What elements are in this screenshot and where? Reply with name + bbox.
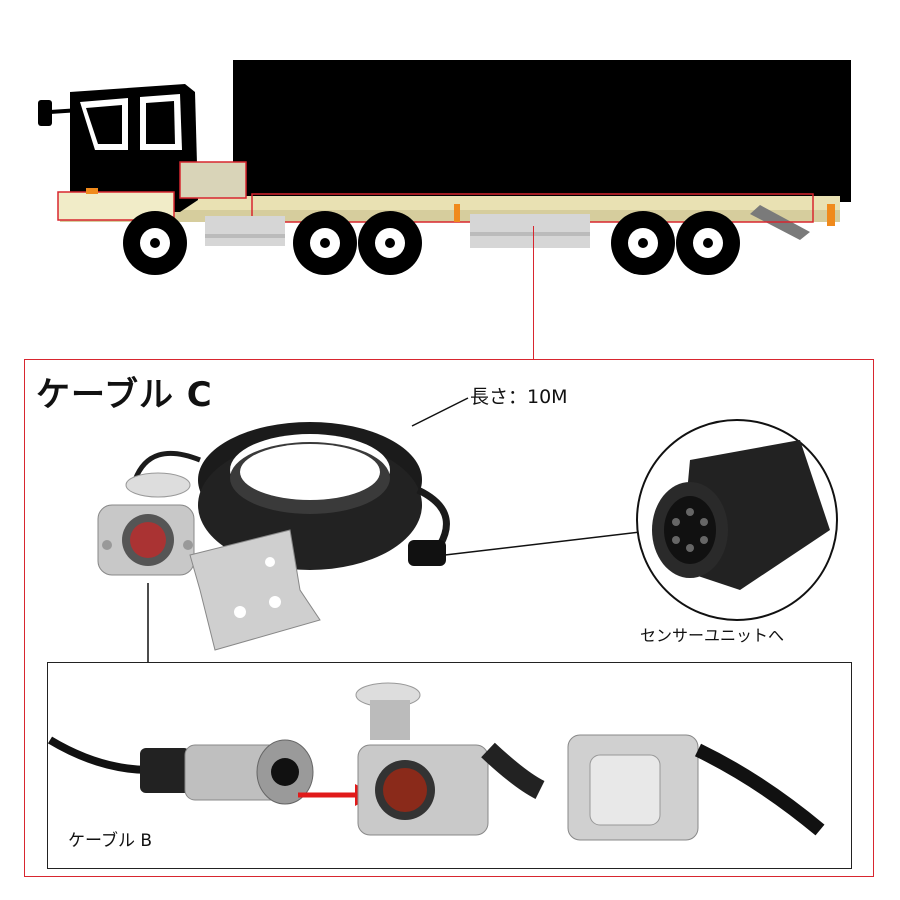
cable-c-panel [24,359,874,877]
sensor-unit-label: センサーユニットへ [640,626,785,645]
sensor-connector-zoom [636,419,838,621]
cable-c-title: ケーブル C [36,375,213,415]
cable-b-plug [47,736,314,805]
cable-b-label: ケーブル B [68,831,153,851]
truck-illustration [38,60,851,275]
coiled-cable [132,422,450,570]
leader-line [533,226,534,360]
cable-length-label: 長さ：10M [470,386,568,408]
socket-open [355,682,545,836]
cable-c-socket [97,472,195,576]
mounting-bracket [189,529,321,651]
socket-closed [567,734,825,841]
cargo-box [233,60,851,202]
product-photos [47,397,838,841]
connection-detail-panel [47,662,852,869]
